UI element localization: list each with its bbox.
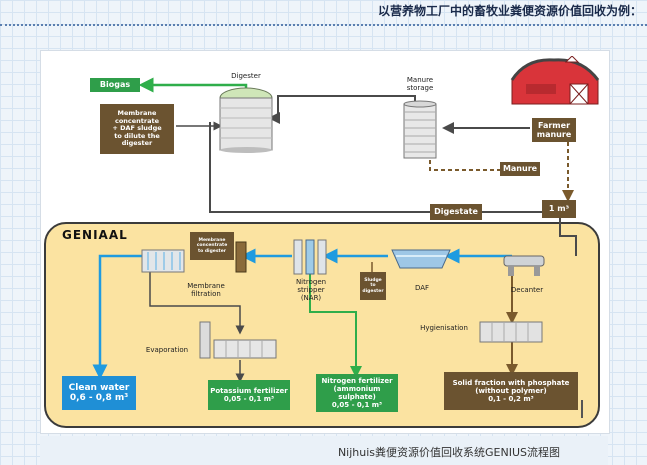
membrane-filtration-icon [141,249,185,273]
text-cursor [581,400,583,418]
decanter-icon [503,255,545,276]
evaporation-label: Evaporation [145,346,189,354]
farmer-manure-box: Farmer manure [532,118,576,142]
nitrogen-fertilizer-box: Nitrogen fertilizer (ammonium sulphate) … [316,374,398,412]
hygienisation-unit-icon [479,321,543,343]
manure-box: Manure [500,162,540,176]
nitrogen-fertilizer-label: Nitrogen fertilizer (ammonium sulphate) [321,376,393,401]
manure-storage-label: Manure storage [406,76,434,93]
membrane-filtration-label: Membrane filtration [187,282,225,299]
hygienisation-label: Hygienisation [420,324,468,332]
barn-icon [510,56,600,105]
evaporation-unit-icon [199,321,277,359]
potassium-fertilizer-box: Potassium fertilizer 0,05 - 0,1 m³ [208,380,290,410]
sludge-to-digester-box: Sludge to digester [360,272,386,300]
nitrogen-fertilizer-qty: 0,05 - 0,1 m³ [331,401,383,410]
digestate-box: Digestate [430,204,482,220]
biogas-box: Biogas [90,78,140,92]
manure-storage-silo-icon [403,100,437,159]
top-caption: 以营养物工厂中的畜牧业粪便资源价值回收为例： [377,4,642,18]
nitrogen-stripper-label: Nitrogen stripper (NAR) [295,278,327,303]
daf-unit-icon [391,249,451,269]
potassium-fertilizer-qty: 0,05 - 0,1 m³ [223,395,275,403]
membrane-concentrate-to-digester-box: Membrane concentrate to digester [190,232,234,260]
digester-label: Digester [231,72,261,80]
solid-fraction-qty: 0,1 - 0,2 m³ [488,395,534,404]
clean-water-qty: 0,6 - 0,8 m³ [69,393,129,403]
panel-title: GENIAAL [62,228,128,242]
membrane-concentrate-note: Membrane concentrate + DAF sludge to dil… [100,104,174,154]
nitrogen-stripper-icon [293,239,327,275]
solid-fraction-box: Solid fraction with phosphate (without p… [444,372,578,410]
membrane-concentrate-tank-icon [235,241,247,273]
digester-tank-icon [219,87,273,153]
decanter-label: Decanter [510,286,544,294]
bottom-caption: Nijhuis粪便资源价值回收系统GENIUS流程图 [337,446,560,459]
potassium-fertilizer-label: Potassium fertilizer [210,386,288,395]
dotted-divider [0,24,647,26]
daf-label: DAF [414,284,430,292]
clean-water-box: Clean water 0,6 - 0,8 m³ [62,376,136,410]
clean-water-label: Clean water [68,382,130,393]
solid-fraction-label: Solid fraction with phosphate (without p… [452,378,570,395]
flow-1m3-box: 1 m³ [542,200,576,218]
caption-strip [40,436,608,465]
